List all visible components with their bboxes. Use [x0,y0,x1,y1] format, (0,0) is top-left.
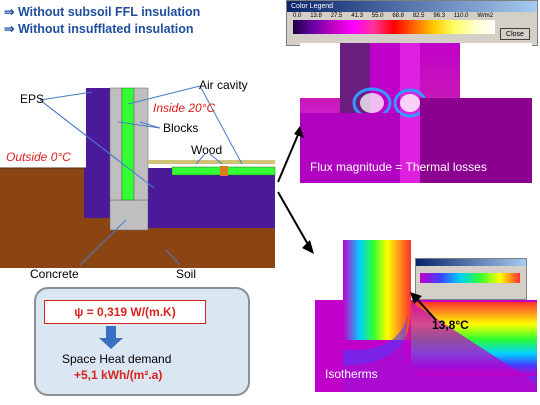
color-legend-gradient [293,20,495,34]
eps-lower-inner [148,168,172,228]
wall-section-diagram [0,85,276,268]
blocks-pointer-2 [139,121,161,129]
legend-unit: W/m2 [477,13,493,19]
psi-value: ψ = 0,319 W/(m.K) [44,300,206,324]
blocks-pointer-1 [117,121,161,129]
legend-value: 55.0 [371,13,384,19]
legend-value: 110.0 [453,13,469,19]
air-cavity-pointer [127,85,201,105]
legend-value: 27.5 [330,13,343,19]
arrows-graphic [277,126,314,254]
air-cavity-label: Air cavity [199,78,248,92]
legend-value: 0.0 [293,13,302,19]
blocks-label: Blocks [163,121,199,135]
close-button[interactable]: Close [500,28,530,40]
concrete-foundation [109,199,149,231]
flux-magnitude-panel: Flux magnitude = Thermal losses [300,43,532,183]
concrete-pointer [79,219,127,266]
soil-label: Soil [176,267,197,281]
eps-pointer-3 [39,99,155,189]
outside-temperature-label: Outside 0°C [6,150,71,164]
eps-slab [172,175,275,228]
eps-outer-wall [86,88,110,168]
temperature-pointer [410,292,437,321]
down-arrow-icon [99,326,123,349]
eps-lower-left [84,168,110,218]
isotherm-legend-gradient [420,273,520,283]
isotherm-field-graphic [315,240,537,392]
heat-demand-label: Space Heat demand [62,352,172,366]
legend-value: 68.8 [392,13,404,19]
wood-label: Wood [191,143,223,157]
color-legend-window: Color Legend 0.0 13.8 27.5 41.3 55.0 68.… [286,0,538,46]
blocks-inner [133,87,149,201]
air-cavity-pointer-2 [199,85,243,165]
color-legend-title: Color Legend [287,1,537,12]
isotherm-legend-titlebar [416,259,526,266]
color-legend-values: 0.0 13.8 27.5 41.3 55.0 68.8 82.5 96.3 1… [293,13,493,19]
legend-value: 41.3 [351,13,363,19]
flux-caption: Flux magnitude = Thermal losses [310,160,487,174]
floor-finish [148,160,275,164]
legend-value: 13.8 [310,13,322,19]
header-line-2: ⇒ Without insufflated insulation [4,22,194,36]
eps-label: EPS [20,92,45,106]
legend-value: 82.5 [412,13,425,19]
header-line-1: ⇒ Without subsoil FFL insulation [4,5,201,19]
inside-temperature-label: Inside 20°C [153,101,216,115]
concrete-label: Concrete [30,267,79,281]
legend-value: 96.3 [433,13,446,19]
blocks-outer [109,87,123,201]
flux-field-graphic [300,43,532,183]
wood-pointer-1 [195,153,206,165]
eps-pointer-1 [39,91,93,101]
heat-demand-value: +5,1 kWh/(m².a) [74,368,163,382]
air-cavity [121,87,135,201]
isotherms-caption: Isotherms [325,367,378,381]
iso-temperature-label: 13,8°C [432,318,469,332]
soil-pointer [165,249,181,266]
wood-element [220,166,228,176]
wood-pointer-2 [209,153,223,165]
isotherm-legend-window [415,258,527,300]
